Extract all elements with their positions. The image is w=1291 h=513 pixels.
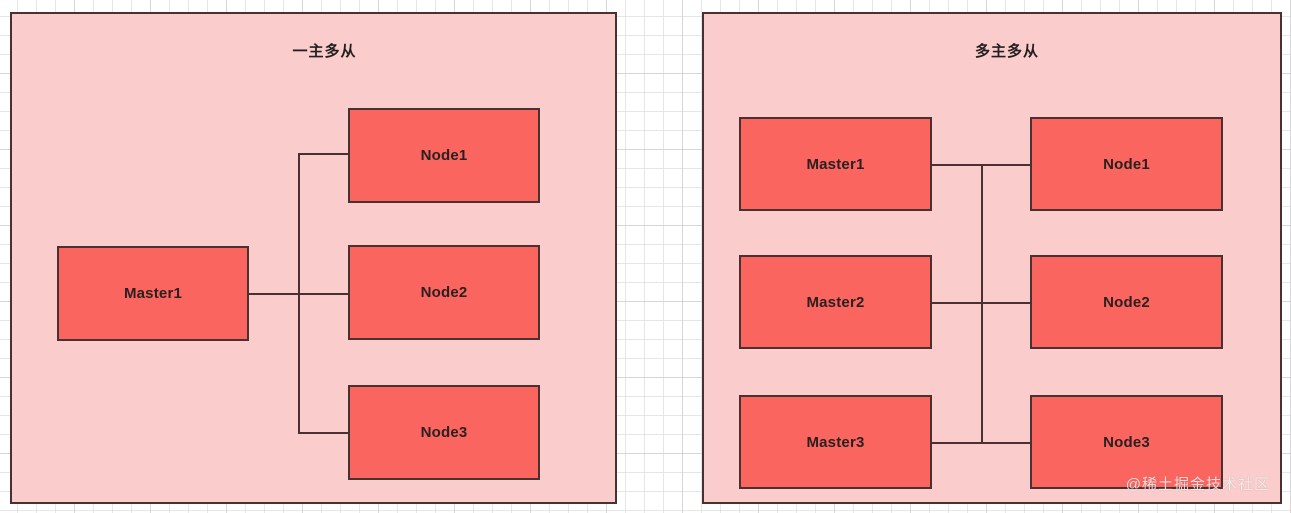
node-box-master2-right[interactable]: Master2 [739, 255, 932, 349]
node-box-node1-left[interactable]: Node1 [348, 108, 540, 203]
node-box-node1-right[interactable]: Node1 [1030, 117, 1223, 211]
node-box-master3-right[interactable]: Master3 [739, 395, 932, 489]
edge-vertical-trunk-right [981, 164, 983, 444]
panel-title-right: 多主多从 [974, 43, 1039, 60]
panel-many-masters-many-slaves: 多主多从 Master1 Node1 Master2 Node2 Master3… [702, 12, 1282, 504]
edge-trunk-to-node2 [298, 293, 350, 295]
node-box-master1-right[interactable]: Master1 [739, 117, 932, 211]
edge-trunk-to-node3 [298, 432, 350, 434]
panel-title-left: 一主多从 [292, 43, 357, 60]
node-box-node2-left[interactable]: Node2 [348, 245, 540, 340]
edge-trunk-to-node1 [298, 153, 350, 155]
panel-one-master-many-slaves: 一主多从 Master1 Node1 Node2 Node3 [10, 12, 617, 504]
node-box-node3-left[interactable]: Node3 [348, 385, 540, 480]
node-box-node2-right[interactable]: Node2 [1030, 255, 1223, 349]
node-box-master1-left[interactable]: Master1 [57, 246, 249, 341]
node-box-node3-right[interactable]: Node3 [1030, 395, 1223, 489]
